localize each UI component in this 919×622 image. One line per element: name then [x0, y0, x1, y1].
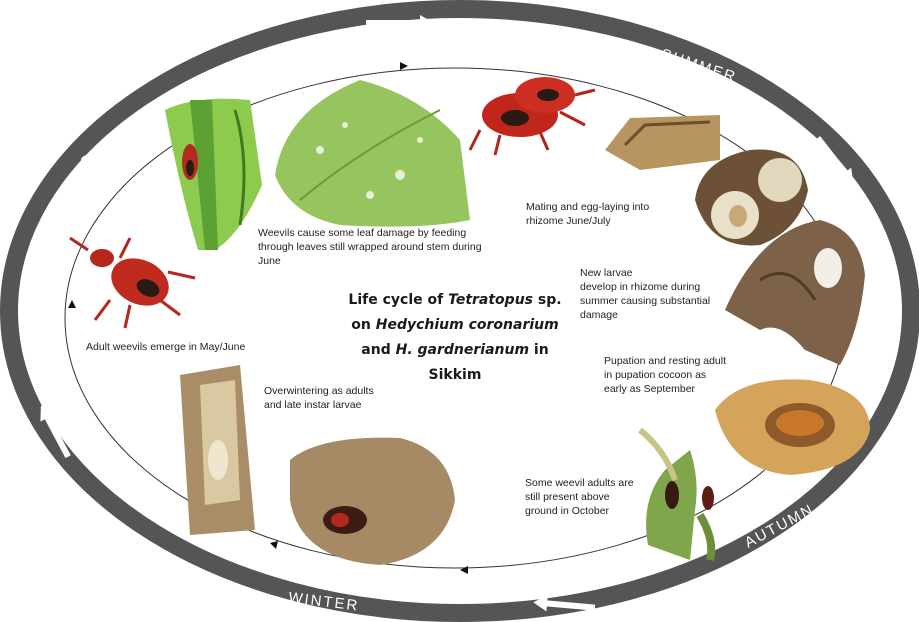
caption-larvae: New larvae develop in rhizome during sum… [580, 266, 730, 322]
photo-stem-weevil [165, 99, 262, 250]
photo-damaged-leaf [275, 80, 470, 227]
caption-pupation: Pupation and resting adult in pupation c… [604, 354, 739, 396]
title-line-1: Life cycle of Tetratopus sp. [330, 288, 580, 313]
title-line-2: on Hedychium coronarium [330, 313, 580, 338]
cycle-arrowhead [460, 566, 468, 574]
title-genus: Tetratopus [448, 292, 533, 308]
cycle-arrowhead [270, 541, 278, 549]
cycle-arrowhead [400, 62, 408, 70]
caption-mating: Mating and egg-laying into rhizome June/… [526, 200, 666, 228]
caption-overwintering: Overwintering as adults and late instar … [264, 384, 404, 412]
caption-october: Some weevil adults are still present abo… [525, 476, 640, 518]
diagram-title: Life cycle of Tetratopus sp. on Hedychiu… [330, 288, 580, 388]
title-species-1: Hedychium coronarium [376, 317, 559, 333]
season-label-winter: WINTER [288, 589, 361, 615]
caption-emerge: Adult weevils emerge in May/June [86, 340, 286, 354]
season-label-autumn: AUTUMN [742, 501, 817, 552]
cycle-arrowhead [68, 300, 76, 308]
photo-overwintering-stem [180, 365, 255, 535]
photo-rhizome-egg [605, 115, 720, 170]
title-line-3: and H. gardnerianum in [330, 338, 580, 363]
title-line-4: Sikkim [330, 363, 580, 388]
photo-plant-weevils [640, 430, 714, 560]
title-species-2: H. gardnerianum [396, 342, 529, 358]
caption-leaf-damage: Weevils cause some leaf damage by feedin… [258, 226, 518, 268]
photo-adult-weevil [70, 238, 195, 328]
photo-overwintering-rhizome [290, 438, 455, 565]
photo-mating-weevils [470, 77, 595, 155]
